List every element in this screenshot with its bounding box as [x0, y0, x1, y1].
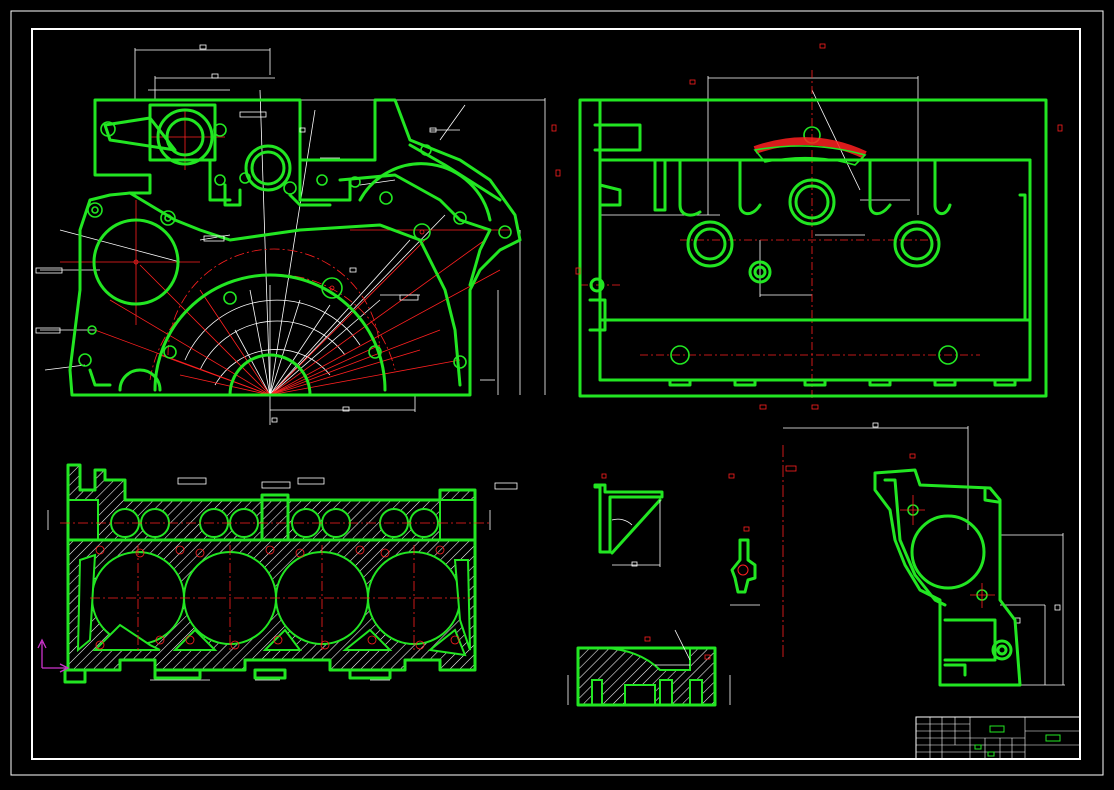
section-view[interactable]: [37, 463, 518, 684]
ucs-icon: [37, 638, 70, 673]
partial-view[interactable]: [783, 422, 1065, 687]
title-block[interactable]: [915, 716, 1081, 760]
inner-border: [31, 28, 1081, 760]
detail-view-b[interactable]: [728, 445, 797, 658]
detail-view-a[interactable]: [593, 473, 664, 567]
outer-border: [10, 10, 1104, 776]
front-view[interactable]: [35, 44, 546, 425]
side-view[interactable]: [551, 43, 1063, 410]
detail-view-c[interactable]: [567, 629, 731, 707]
